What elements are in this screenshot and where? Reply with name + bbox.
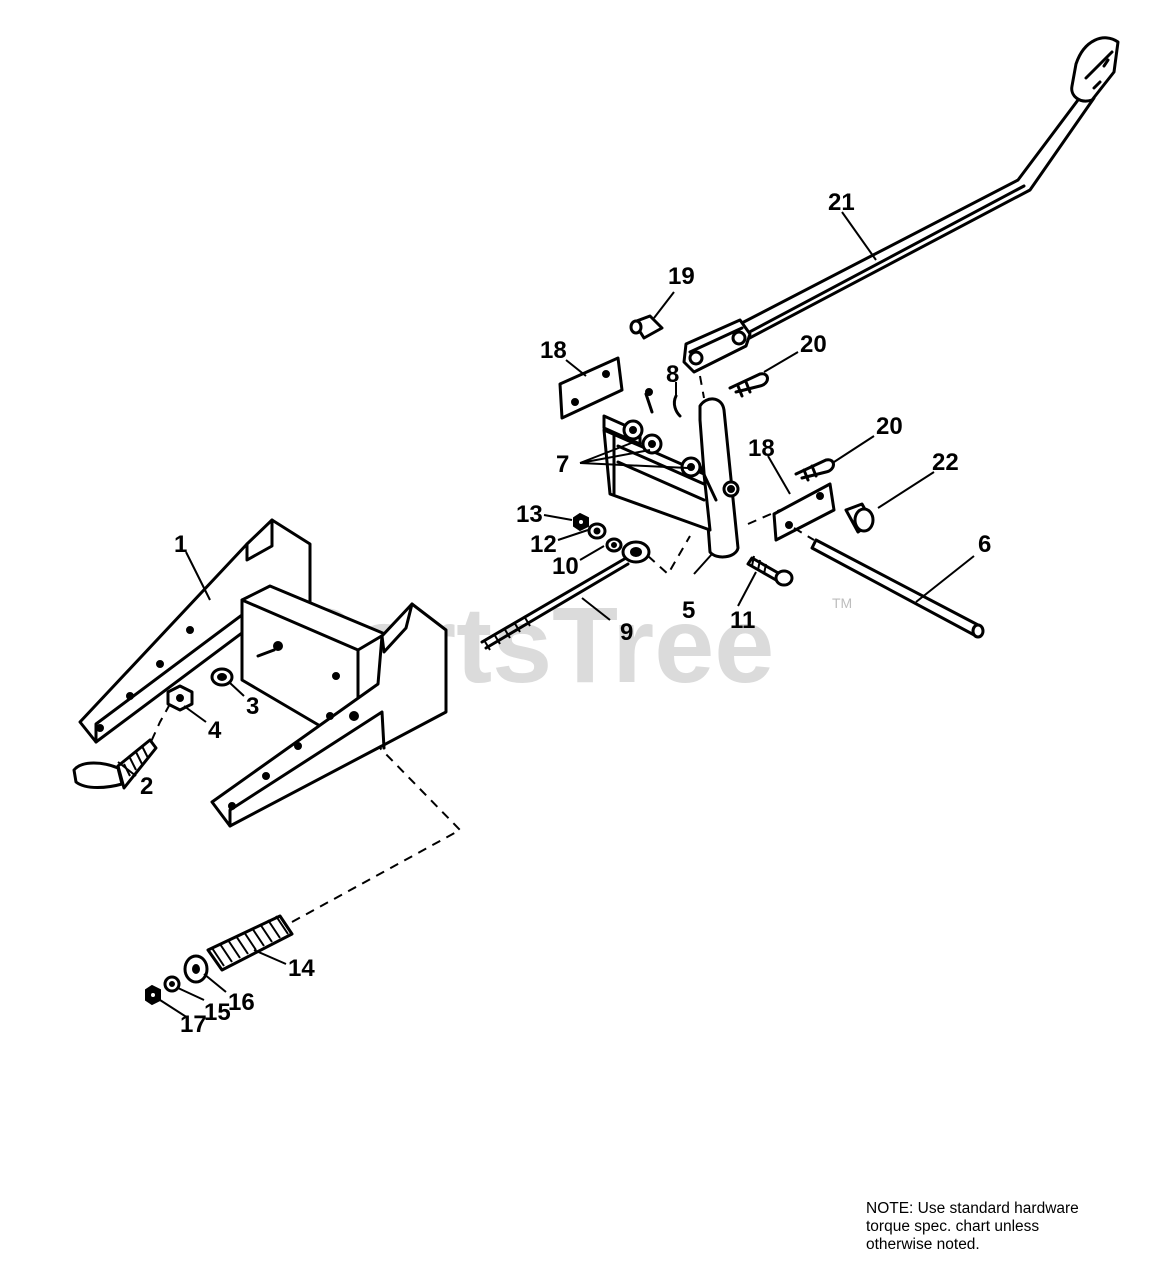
callout-1: 1: [174, 531, 187, 558]
part-18-plate-lower[interactable]: [772, 482, 836, 542]
part-19-pin[interactable]: [629, 314, 664, 340]
callout-17: 17: [180, 1011, 207, 1038]
callout-15: 15: [204, 999, 231, 1026]
callout-7: 7: [556, 451, 569, 478]
assembly-line-nut4: [149, 703, 171, 745]
callout-4: 4: [208, 717, 222, 744]
callout-6: 6: [978, 531, 991, 558]
part-12-washer[interactable]: [587, 522, 607, 540]
part-1-bracket[interactable]: [78, 518, 448, 828]
leader-lines: [117, 211, 975, 1019]
callout-12: 12: [530, 531, 557, 558]
hardware-note: NOTE: Use standard hardware torque spec.…: [866, 1200, 1146, 1254]
note-line-2: torque spec. chart unless: [866, 1218, 1040, 1235]
callout-8: 8: [666, 361, 679, 388]
callout-13: 13: [516, 501, 543, 528]
note-line-1: NOTE: Use standard hardware: [866, 1200, 1079, 1217]
callout-16: 16: [228, 989, 255, 1016]
part-13-nut[interactable]: [573, 512, 589, 532]
callout-18-upper: 18: [540, 337, 567, 364]
part-9-eye-rod[interactable]: [480, 540, 651, 651]
callout-3: 3: [246, 693, 259, 720]
part-2-wing-bolt[interactable]: [72, 738, 158, 790]
part-14-spring[interactable]: [206, 914, 294, 972]
assembly-line-rod: [793, 527, 815, 541]
part-20-hair-pin-upper[interactable]: [728, 372, 769, 398]
part-4-nut[interactable]: [166, 684, 194, 712]
part-21-handle[interactable]: [682, 36, 1120, 374]
callout-10: 10: [552, 553, 579, 580]
part-17-nut[interactable]: [145, 984, 161, 1006]
part-7-mount-bracket[interactable]: [602, 414, 712, 532]
part-3-washer[interactable]: [210, 667, 234, 687]
callout-22: 22: [932, 449, 959, 476]
note-line-3: otherwise noted.: [866, 1236, 980, 1253]
part-8-cotter-pin[interactable]: [644, 388, 682, 418]
callout-20-upper: 20: [800, 331, 827, 358]
callout-9: 9: [620, 619, 633, 646]
part-11-bolt[interactable]: [746, 555, 794, 587]
part-18-plate-upper[interactable]: [558, 356, 624, 420]
part-22-knob[interactable]: [844, 502, 875, 534]
callout-20-lower: 20: [876, 413, 903, 440]
assembly-line-eye: [647, 535, 691, 576]
callout-14: 14: [288, 955, 315, 982]
callout-18-lower: 18: [748, 435, 775, 462]
watermark-trademark: TM: [832, 595, 852, 611]
callout-11: 11: [730, 607, 755, 634]
part-16-flat-washer[interactable]: [183, 954, 209, 984]
assembly-line-clevis: [699, 375, 705, 399]
callout-19: 19: [668, 263, 695, 290]
callout-2: 2: [140, 773, 153, 800]
callout-21: 21: [828, 189, 855, 216]
part-15-lock-washer[interactable]: [163, 975, 181, 993]
part-10-washer[interactable]: [605, 537, 623, 553]
callout-5: 5: [682, 597, 695, 624]
part-6-rod[interactable]: [810, 538, 985, 639]
part-20-hair-pin-lower[interactable]: [794, 458, 835, 482]
assembly-line-pin: [747, 509, 781, 525]
